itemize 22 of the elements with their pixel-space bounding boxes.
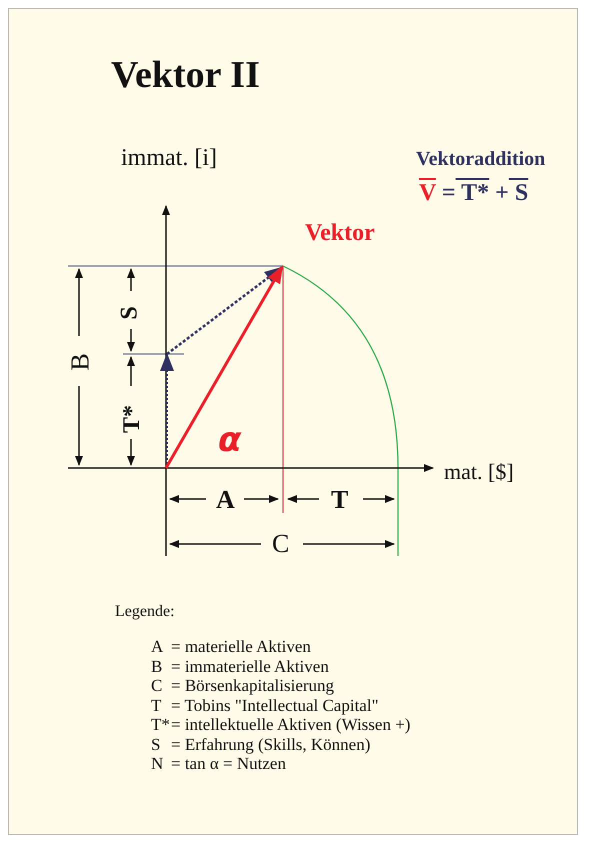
legend-symbol: T bbox=[151, 696, 162, 714]
legend-description: = tan α = Nutzen bbox=[171, 755, 286, 772]
legend-description: = Erfahrung (Skills, Können) bbox=[171, 736, 370, 752]
axis-label: mat. [$] bbox=[444, 461, 514, 483]
legend-symbol: T* bbox=[151, 716, 170, 733]
legend-symbol: S bbox=[151, 736, 160, 752]
legend-symbol: A bbox=[151, 638, 164, 655]
diagram-title: Vektor II bbox=[111, 56, 260, 94]
legend-description: = intellektuelle Aktiven (Wissen +) bbox=[171, 716, 410, 733]
legend-symbol: N bbox=[151, 755, 164, 772]
legend-heading: Legende: bbox=[115, 604, 175, 620]
axis-label: immat. [i] bbox=[121, 146, 217, 170]
legend-description: = immaterielle Aktiven bbox=[171, 658, 329, 674]
vector-label: Vektor bbox=[305, 221, 375, 245]
angle-label: α bbox=[218, 423, 242, 457]
legend-description: = materielle Aktiven bbox=[171, 638, 311, 655]
legend-description: = Tobins "Intellectual Capital" bbox=[171, 696, 379, 714]
legend-symbol: C bbox=[151, 677, 162, 694]
legend-description: = Börsenkapitalisierung bbox=[171, 677, 334, 694]
legend-symbol: B bbox=[151, 658, 162, 674]
vector-formula: V = T* + S bbox=[419, 181, 528, 205]
formula-heading: Vektoraddition bbox=[416, 149, 546, 169]
